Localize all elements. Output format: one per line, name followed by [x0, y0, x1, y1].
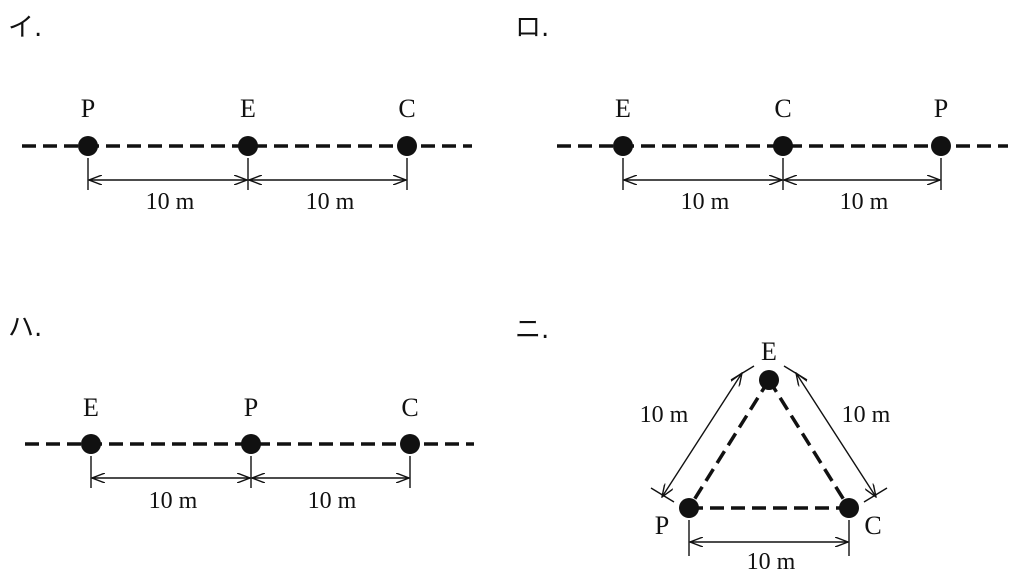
option-b-point-3: [931, 136, 951, 156]
option-d: ニ. E P C 10 m 10 m 10 m: [515, 315, 891, 575]
option-c-point-3: [400, 434, 420, 454]
option-d-point-e: [759, 370, 779, 390]
option-b-label: ロ.: [515, 13, 549, 43]
option-b-point-2: [773, 136, 793, 156]
option-d-distance-bottom: 10 m: [747, 549, 796, 575]
option-b-point-1: [613, 136, 633, 156]
option-a-point-2: [238, 136, 258, 156]
option-b-point-2-label: C: [774, 94, 791, 123]
option-a-label: イ.: [8, 13, 42, 43]
option-a-distance-1: 10 m: [146, 189, 195, 215]
option-d-point-p: [679, 498, 699, 518]
option-a-point-1: [78, 136, 98, 156]
option-d-wire-e-c: [767, 379, 851, 509]
option-d-dimension-arrow-right: [796, 373, 876, 497]
option-d-distance-left: 10 m: [640, 402, 689, 428]
option-d-distance-right: 10 m: [842, 402, 891, 428]
option-d-point-c: [839, 498, 859, 518]
option-d-wire-e-p: [687, 379, 771, 509]
option-d-dimension-arrow-left: [662, 373, 742, 497]
option-a-point-1-label: P: [81, 94, 95, 123]
option-c-point-3-label: C: [401, 393, 418, 422]
option-c: ハ. E P C 10 m 10 m: [8, 313, 474, 514]
option-b-distance-2: 10 m: [840, 189, 889, 215]
option-b: ロ. E C P 10 m 10 m: [515, 13, 1008, 215]
option-d-tick-right-top: [783, 365, 808, 381]
option-d-point-e-label: E: [761, 337, 777, 366]
option-b-distance-1: 10 m: [681, 189, 730, 215]
option-d-point-c-label: C: [864, 511, 881, 540]
option-c-point-2: [241, 434, 261, 454]
option-c-point-1-label: E: [83, 393, 99, 422]
option-c-point-1: [81, 434, 101, 454]
option-a: イ. P E C 10 m 10 m: [8, 13, 472, 215]
option-a-point-3: [397, 136, 417, 156]
option-b-point-1-label: E: [615, 94, 631, 123]
option-d-label: ニ.: [515, 315, 549, 345]
option-a-point-2-label: E: [240, 94, 256, 123]
option-c-distance-1: 10 m: [149, 488, 198, 514]
option-b-point-3-label: P: [934, 94, 948, 123]
option-c-distance-2: 10 m: [308, 488, 357, 514]
option-c-point-2-label: P: [244, 393, 258, 422]
option-c-label: ハ.: [8, 313, 42, 343]
option-a-distance-2: 10 m: [306, 189, 355, 215]
option-d-point-p-label: P: [655, 511, 669, 540]
option-d-tick-left-top: [730, 365, 755, 381]
option-a-point-3-label: C: [398, 94, 415, 123]
